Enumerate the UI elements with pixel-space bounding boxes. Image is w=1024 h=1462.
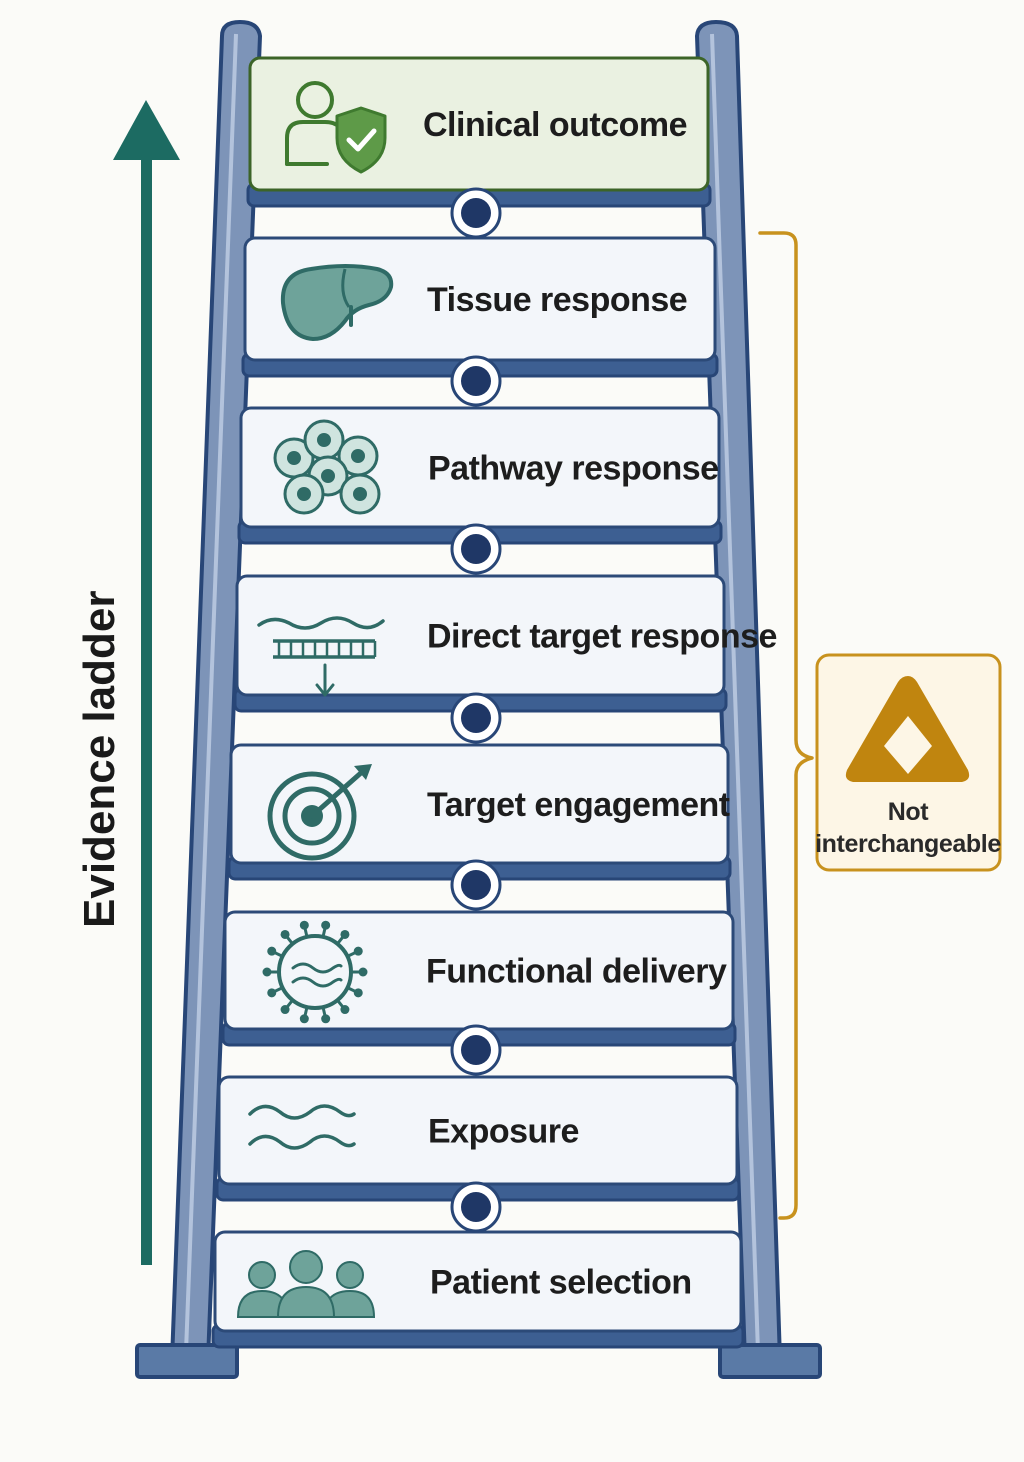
rung-3: Pathway response [237,406,723,545]
connector-knob-core [461,198,491,228]
left-foot [135,1343,239,1379]
waves-icon [248,1104,356,1150]
bracket [758,231,814,1220]
rung-label: Direct target response [427,618,777,656]
ladder-frame [135,20,822,1379]
rung-6: Functional delivery [221,910,737,1047]
rung-label: Exposure [428,1113,579,1151]
axis-arrow-shaft [141,152,152,1265]
connector-knob-core [461,1192,491,1222]
virus-particle-icon [262,920,368,1024]
people-group-icon [236,1250,376,1318]
rna-ladder-arrow-icon [257,616,385,697]
target-arrow-icon [267,764,372,861]
badge-line2: interchangeable [815,830,1001,858]
rung-label: Functional delivery [426,953,727,991]
connector-knob-core [461,1035,491,1065]
rung-8: Patient selection [211,1230,745,1349]
rung-label: Clinical outcome [423,106,687,144]
warning-triangle-icon [845,676,970,782]
axis-label: Evidence ladder [75,591,124,928]
connector-knob-core [461,366,491,396]
rung-5: Target engagement [227,743,732,881]
badge-line1: Not [888,798,930,826]
connector-knob-core [461,703,491,733]
rung-1: Clinical outcome [246,56,712,208]
right-foot [718,1343,822,1379]
rung-connectors [450,187,502,1233]
evidence-axis: Evidence ladder [75,100,180,1265]
rung-2: Tissue response [241,236,719,378]
right-rail [695,20,782,1362]
right-rail-highlight [710,33,760,1353]
connector-knob-core [461,534,491,564]
left-rail-highlight [184,33,238,1353]
rung-label: Tissue response [427,281,687,319]
connector-knob-core [461,870,491,900]
axis-arrowhead-icon [113,100,180,160]
rung-label: Target engagement [427,786,730,824]
person-shield-check-icon [285,81,387,174]
left-rail [170,20,262,1362]
liver-icon [280,264,394,341]
rung-4: Direct target response [233,574,777,713]
rung-label: Patient selection [430,1264,692,1302]
rung-label: Pathway response [428,450,719,488]
not-interchangeable-group: Not interchangeable [758,231,1002,1220]
cell-cluster-icon [273,419,381,515]
rung-7: Exposure [215,1075,741,1202]
